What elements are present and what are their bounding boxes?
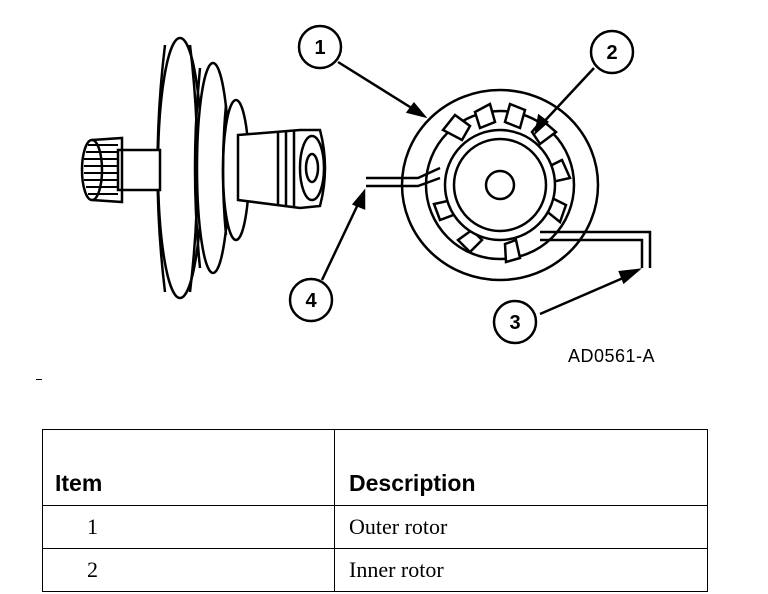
oil-lines — [366, 166, 652, 268]
header-item: Item — [42, 429, 335, 506]
table-row: 1 Outer rotor — [42, 505, 708, 549]
figure-id: AD0561-A — [568, 346, 656, 366]
table-row: 2 Inner rotor — [42, 548, 708, 592]
callout-4: 4 — [305, 290, 317, 312]
callout-2-circle — [589, 29, 635, 75]
callout-4-circle — [288, 277, 334, 323]
callout-3-circle — [492, 299, 538, 345]
leader-lines — [320, 60, 642, 316]
pump-diagram: 1 2 3 4 — [80, 24, 652, 345]
rotor-assembly — [400, 88, 600, 282]
pump-shaft-assembly — [80, 36, 327, 300]
legend-table: Item Description 1 Outer rotor 2 Inner r… — [42, 429, 708, 592]
item-description: Outer rotor — [334, 505, 708, 549]
item-number: 1 — [42, 505, 335, 549]
callout-1-circle — [297, 24, 343, 70]
callout-2: 2 — [606, 42, 617, 64]
header-description: Description — [334, 429, 708, 506]
item-description: Inner rotor — [334, 548, 708, 592]
item-number: 2 — [42, 548, 335, 592]
callout-3: 3 — [509, 312, 520, 334]
callout-1: 1 — [314, 37, 325, 59]
stray-mark — [36, 379, 42, 380]
legend-header-row: Item Description — [42, 429, 708, 506]
